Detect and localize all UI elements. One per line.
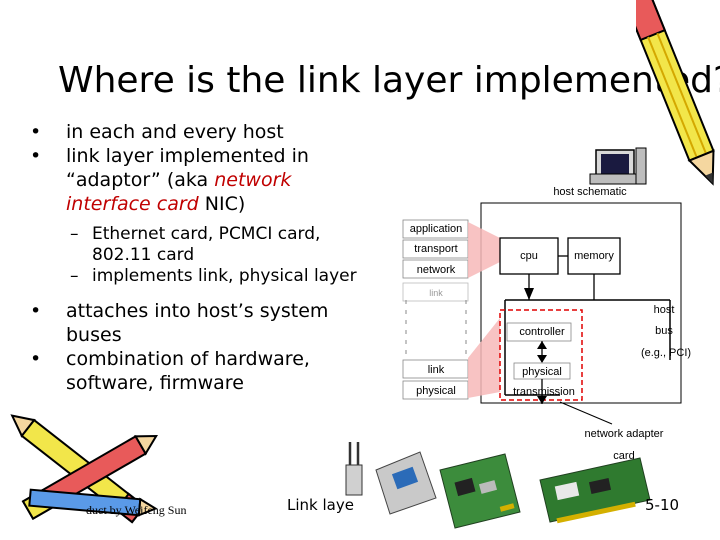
stack-link: link [428, 364, 445, 376]
bullet-text: in each and every host [66, 121, 284, 143]
host-schematic-label: host schematic [553, 186, 627, 198]
host-box [480, 202, 682, 404]
controller-label: controller [519, 326, 565, 338]
sub-bullet-1: –Ethernet card, PCMCI card, 802.11 card [30, 224, 370, 266]
stack-transport: transport [414, 243, 457, 255]
footer-title: Link laye [287, 496, 354, 514]
bullet-dot: • [30, 300, 42, 322]
sub-text: Ethernet card, PCMCI card, 802.11 card [92, 224, 321, 265]
bullet-1: • in each and every host [30, 120, 370, 144]
stack-link-faded: link [429, 288, 443, 298]
protocol-stack: application transport network link link … [402, 219, 469, 400]
bullet-3: • attaches into host’s system buses [30, 299, 370, 347]
host-bus-label-1: host [654, 304, 675, 316]
bullet-dot: • [30, 348, 42, 370]
network-card-icon [539, 457, 651, 524]
host-bus-label-3: (e.g., PCI) [641, 347, 691, 359]
physical-label: physical [522, 366, 562, 378]
transmission-label: transmission [513, 386, 575, 398]
bullet-2: • link layer implemented in “adaptor” (ak… [30, 144, 370, 216]
slide-title: Where is the link layer implemented? [58, 60, 720, 101]
stack-application: application [410, 223, 463, 235]
adapter-label-1: network adapter [585, 428, 664, 440]
pencil-icon [636, 0, 715, 186]
bullet-list: • in each and every host • link layer impl… [30, 120, 370, 395]
cpu-label: cpu [520, 250, 538, 262]
bullet-emphasis: network interface card [66, 169, 292, 215]
memory-label: memory [574, 250, 614, 262]
bullet-dot: • [30, 121, 42, 143]
adapter-label-2: card [613, 450, 634, 462]
wireless-card-icon [345, 442, 437, 515]
bullet-text: combination of hardware, software, firmw… [66, 348, 310, 394]
bullet-dot: • [30, 145, 42, 167]
stack-physical: physical [416, 385, 456, 397]
host-bus-label-2: bus [655, 325, 673, 337]
pencils-icon [10, 414, 158, 524]
highlight-lower [468, 318, 500, 398]
cpu-box [499, 237, 559, 275]
bullet-text-post: NIC) [198, 193, 246, 215]
stack-network: network [417, 264, 456, 276]
footer-credit: duct by Weifeng Sun [86, 503, 187, 517]
computer-icon [589, 147, 647, 185]
bullet-text: attaches into host’s system buses [66, 300, 329, 346]
bullet-4: • combination of hardware, software, firm… [30, 347, 370, 395]
slide-number: 5-10 [645, 496, 680, 514]
highlight-upper [468, 222, 500, 278]
pci-card-icon [439, 453, 521, 529]
sub-dash: – [70, 266, 79, 286]
sub-dash: – [70, 224, 79, 244]
sub-text: implements link, physical layer [92, 266, 357, 286]
bullet-text-pre: link layer implemented in “adaptor” (aka [66, 145, 309, 191]
sub-bullet-2: –implements link, physical layer [30, 266, 370, 287]
